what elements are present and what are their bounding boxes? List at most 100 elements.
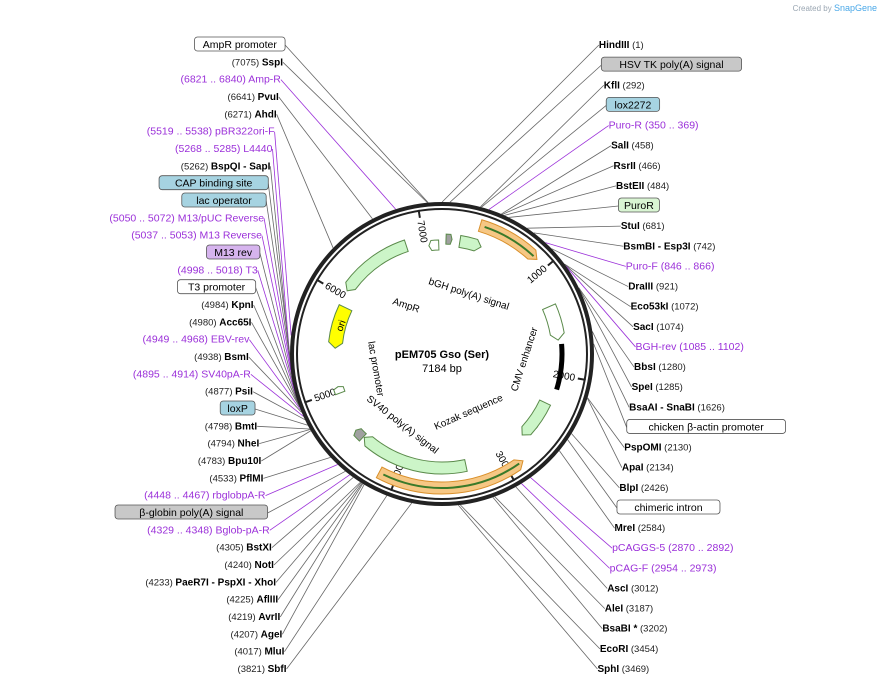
site-label-draiii[interactable]: DraIII (921) [628,282,678,293]
site-label-bspqi[interactable]: (5262) BspQI - SapI [181,161,271,172]
position-range: (3202) [637,624,667,635]
site-label-eco53ki[interactable]: Eco53kI (1072) [631,302,699,313]
site-label-mrei[interactable]: MreI (2584) [615,523,666,534]
site-label-nhei[interactable]: (4794) NheI [207,439,259,450]
site-label-sv40pa-r[interactable]: (4895 .. 4914) SV40pA-R [133,368,251,380]
site-label-puro-r[interactable]: Puro-R (350 .. 369) [609,120,699,132]
site-name: rbglobpA-R [212,490,266,502]
site-label-noti[interactable]: (4240) NotI [224,560,274,571]
site-label-avrii[interactable]: (4219) AvrII [228,612,280,623]
position-range: (5519 .. 5538) [147,126,215,138]
callout-box-t3-promoter [177,279,257,295]
leader-apai [587,398,623,468]
feature-callout-chimeric-intron[interactable]: chimeric intron [616,499,721,515]
site-label-agei[interactable]: (4207) AgeI [231,629,283,640]
feature-callout-loxp[interactable]: loxP [219,400,256,416]
site-label-blpi[interactable]: BlpI (2426) [619,483,668,494]
site-label-paer7i[interactable]: (4233) PaeR7I - PspXI - XhoI [145,577,276,588]
site-label-pflmi[interactable]: (4533) PflMI [209,473,263,484]
site-label-bstxi[interactable]: (4305) BstXI [216,543,272,554]
features-layer [328,219,565,495]
site-label-bglob-pa-r[interactable]: (4329 .. 4348) Bglob-pA-R [147,524,270,536]
site-name-2: - PspXI [209,577,246,588]
feature-ampr-promoter [428,239,440,252]
feature-callout-t3-promoter[interactable]: T3 promoter [177,279,257,295]
site-label-bgh-rev[interactable]: BGH-rev (1085 .. 1102) [636,341,744,353]
leader-kpni [253,304,300,407]
site-label-bsaai[interactable]: BsaAI - SnaBI (1626) [629,402,725,413]
site-name: ApaI [622,463,644,474]
site-label-pvui[interactable]: (6641) PvuI [228,92,279,103]
feature-callout-globin-poly-a-signal[interactable]: β-globin poly(A) signal [114,504,269,520]
site-name: PsiI [235,387,253,398]
site-label-amp-r[interactable]: (6821 .. 6840) Amp-R [180,74,281,86]
site-label-bmti[interactable]: (4798) BmtI [205,421,258,432]
site-label-l4440[interactable]: (5268 .. 5285) L4440 [175,143,273,155]
leader-bsmbi [533,232,624,247]
site-label-rsrii[interactable]: RsrII (466) [614,161,661,172]
site-label-bsmbi[interactable]: BsmBI - Esp3I (742) [623,241,715,252]
site-label-saci[interactable]: SacI (1074) [633,322,684,333]
label-text: SalI (458) [611,141,654,152]
site-label-bsteii[interactable]: BstEII (484) [616,181,669,192]
position-range: (1280) [656,362,686,373]
site-name: MluI [264,647,284,658]
feature-callout-puror[interactable]: PuroR [618,197,660,213]
site-name: Amp-R [248,74,281,86]
site-label-psii[interactable]: (4877) PsiI [205,387,253,398]
site-label-ahdi[interactable]: (6271) AhdI [224,109,277,120]
site-label-mlui[interactable]: (4017) MluI [234,647,284,658]
site-label-kpni[interactable]: (4984) KpnI [201,300,254,311]
site-label-stui[interactable]: StuI (681) [621,221,665,232]
site-name: SalI [611,141,629,152]
site-label-sspi[interactable]: (7075) SspI [232,57,283,68]
plasmid-center-title: pEM705 Gso (Ser) 7184 bp [395,349,489,375]
site-label-ecori[interactable]: EcoRI (3454) [600,644,658,655]
label-text: (6821 .. 6840) Amp-R [180,74,281,86]
feature-label-ampr: AmpR [391,296,421,315]
position-range: (4949 .. 4968) [143,334,211,346]
callout-box-hsv-tk-poly-a-signal [600,56,742,72]
site-label-t3[interactable]: (4998 .. 5018) T3 [177,264,258,276]
site-label-pspomi[interactable]: PspOMI (2130) [624,443,691,454]
site-name: M13/pUC Reverse [178,212,265,224]
position-range: (7075) [232,57,262,68]
site-label-hindiii[interactable]: HindIII (1) [599,40,644,51]
feature-callout-cap-binding-site[interactable]: CAP binding site [158,175,269,191]
site-label-bsabi[interactable]: BsaBI * (3202) [602,624,667,635]
site-label-sbfi[interactable]: (3821) SbfI [238,664,287,675]
site-label-pbr322ori-f[interactable]: (5519 .. 5538) pBR322ori-F [147,126,275,138]
site-label-puro-f[interactable]: Puro-F (846 .. 866) [626,260,715,272]
site-label-kfli[interactable]: KflI (292) [604,80,645,91]
site-label-bpu10i[interactable]: (4783) Bpu10I [198,456,262,467]
feature-callout-ampr-promoter[interactable]: AmpR promoter [194,36,286,52]
site-label-bsmi[interactable]: (4938) BsmI [194,352,249,363]
leader-pcaggs-5 [530,477,613,549]
site-label-ebv-rev[interactable]: (4949 .. 4968) EBV-rev [143,334,251,346]
site-label-spei[interactable]: SpeI (1285) [632,382,683,393]
site-label-afliii[interactable]: (4225) AflIII [226,595,278,606]
feature-callout-lac-operator[interactable]: lac operator [181,192,267,208]
position-range: (3454) [628,644,658,655]
feature-callout-m13-rev[interactable]: M13 rev [206,244,261,260]
feature-callout-hsv-tk-poly-a-signal[interactable]: HSV TK poly(A) signal [600,56,742,72]
site-label-sali[interactable]: SalI (458) [611,141,654,152]
site-label-bbsi[interactable]: BbsI (1280) [634,362,686,373]
site-name: pCAG-F [610,562,649,574]
site-label-m13-reverse[interactable]: (5037 .. 5053) M13 Reverse [131,230,262,242]
leader-chicken-actin-promoter [593,343,628,428]
feature-callout-lox2272[interactable]: lox2272 [605,96,661,112]
feature-callout-chicken-actin-promoter[interactable]: chicken β-actin promoter [626,419,786,434]
site-label-alei[interactable]: AleI (3187) [605,604,653,615]
feature-cmv-enhancer [541,303,565,341]
site-label-pcag-f[interactable]: pCAG-F (2954 .. 2973) [610,562,717,574]
site-name: AgeI [261,629,283,640]
site-label-acc65i[interactable]: (4980) Acc65I [189,317,252,328]
site-label-pcaggs-5[interactable]: pCAGGS-5 (2870 .. 2892) [612,542,733,554]
site-label-apai[interactable]: ApaI (2134) [622,463,674,474]
site-label-sphi[interactable]: SphI (3469) [597,664,649,675]
leader-m13-rev [259,252,298,400]
site-label-m13-puc-reverse[interactable]: (5050 .. 5072) M13/pUC Reverse [109,212,264,224]
site-label-rbglobpa-r[interactable]: (4448 .. 4467) rbglobpA-R [144,490,266,502]
site-label-asci[interactable]: AscI (3012) [607,583,658,594]
